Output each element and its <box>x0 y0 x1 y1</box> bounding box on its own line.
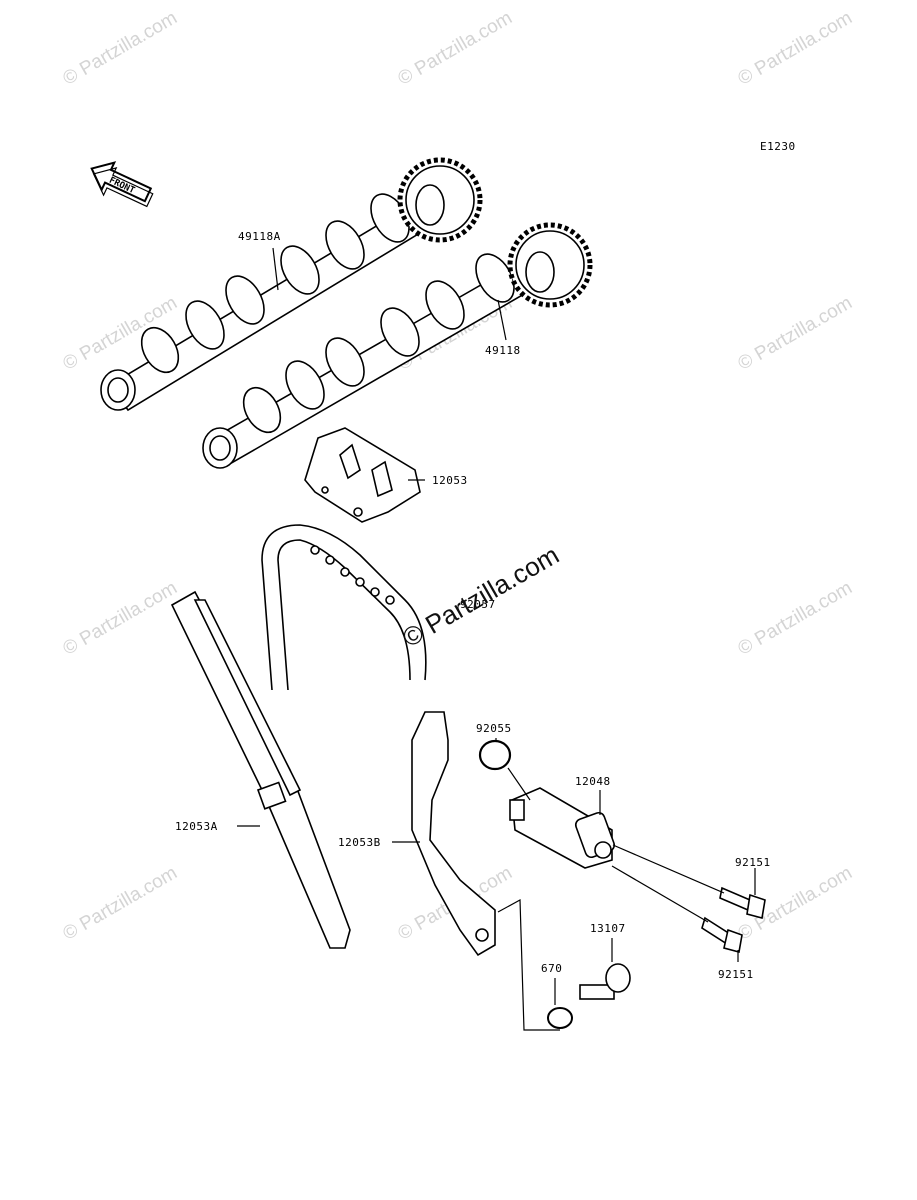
part-label-12048: 12048 <box>575 775 611 788</box>
part-label-49118a: 49118A <box>238 230 281 243</box>
part-label-92151-a: 92151 <box>735 856 771 869</box>
camshaft-intake <box>100 157 483 412</box>
camshaft-exhaust <box>202 222 593 469</box>
oring-670 <box>547 1007 573 1029</box>
part-label-12053a: 12053A <box>175 820 218 833</box>
diagram-code: E1230 <box>760 140 796 153</box>
bolt-92151-a <box>719 886 766 919</box>
pin-bolt-13107 <box>579 963 631 1000</box>
chain-guide-upper <box>304 427 421 523</box>
part-label-13107: 13107 <box>590 922 626 935</box>
chain-links <box>310 545 395 605</box>
part-label-49118: 49118 <box>485 344 521 357</box>
chain-guide-left <box>170 590 351 949</box>
part-label-12053b: 12053B <box>338 836 381 849</box>
chain-tensioner <box>509 787 616 869</box>
part-label-92057: 92057 <box>460 598 496 611</box>
leader-lines <box>237 247 756 1031</box>
part-label-670: 670 <box>541 962 563 975</box>
oring-92055 <box>478 739 512 771</box>
chain-guide-right <box>411 711 496 957</box>
part-label-92055: 92055 <box>476 722 512 735</box>
front-arrow-icon: FRONT <box>90 161 154 208</box>
part-label-12053: 12053 <box>432 474 468 487</box>
cam-chain <box>261 524 427 691</box>
part-label-92151-b: 92151 <box>718 968 754 981</box>
bolt-92151-b <box>701 916 743 953</box>
